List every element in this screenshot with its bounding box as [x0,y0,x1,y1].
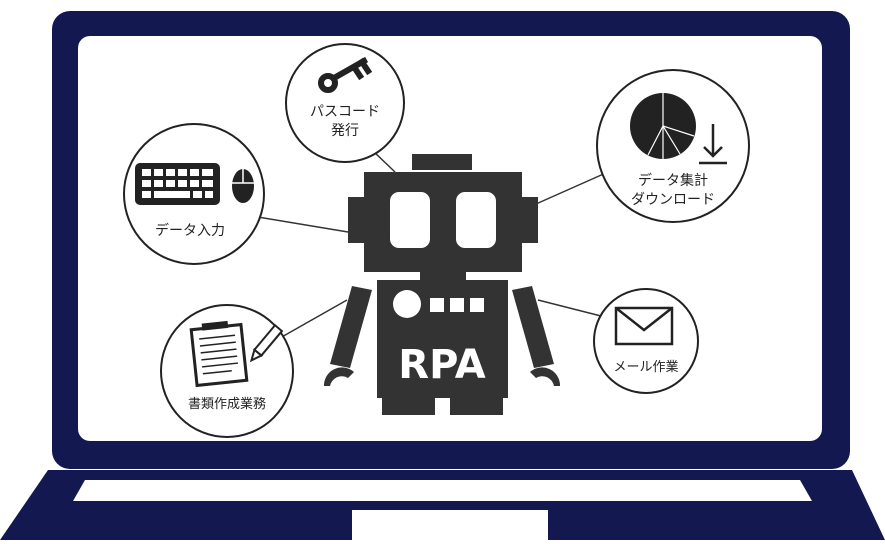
task-password-label-2: 発行 [331,123,359,139]
rpa-robot: RPA [323,154,561,415]
laptop-keyboard-area [73,480,812,501]
connector-data-aggregation [535,171,609,205]
key-icon [318,56,373,93]
task-documents-label: 書類作成業務 [188,396,266,412]
envelope-icon [614,306,674,346]
robot-hand-left [323,367,354,386]
robot-chest-button-2 [450,298,464,312]
robot-eye-right [456,192,496,248]
connector-documents [279,299,348,339]
task-password-circle [285,43,405,163]
laptop-trackpad [352,510,548,540]
task-password-label-1: パスコード [310,104,380,120]
robot-hand-right [530,367,561,386]
task-data-aggregation: データ集計 ダウンロード [596,69,750,223]
task-data-entry-label: データ入力 [155,222,225,239]
robot-label: RPA [398,342,485,388]
connector-data-entry [251,215,349,233]
task-password: パスコード 発行 [285,43,405,163]
keyboard-mouse-icon [135,163,254,205]
robot-chest-button-3 [470,298,484,312]
robot-arm-left [330,286,372,368]
pie-chart-download-icon [630,93,727,165]
task-email-circle [593,288,699,394]
robot-antenna [412,154,472,170]
task-email: メール作業 [593,288,699,394]
robot-head [364,172,522,272]
task-data-aggregation-label-2: ダウンロード [631,192,715,208]
clipboard-pencil-icon [189,320,284,388]
robot-ear-left [348,197,366,243]
connector-email [537,299,602,317]
task-email-label: メール作業 [613,359,678,375]
task-documents: 書類作成業務 [160,304,294,438]
robot-arm-right [512,286,554,368]
task-data-entry: データ入力 [123,123,265,265]
robot-leg-left [382,398,435,415]
robot-ear-right [520,197,538,243]
robot-chest-light [393,290,421,318]
robot-leg-right [450,398,503,415]
robot-eye-left [390,192,430,248]
robot-chest-button-1 [430,298,444,312]
task-data-aggregation-label-1: データ集計 [638,172,708,189]
robot-neck [420,272,466,282]
